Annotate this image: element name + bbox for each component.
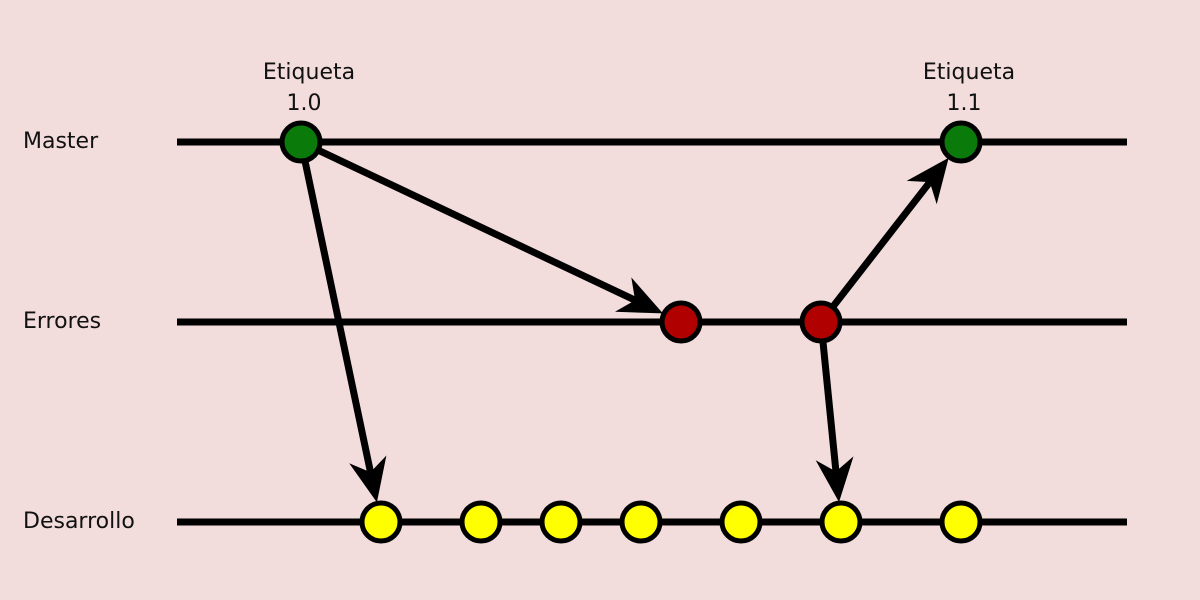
commit-node-m2 — [939, 120, 983, 164]
commit-node-d1 — [359, 500, 403, 544]
commit-node-d3 — [539, 500, 583, 544]
commit-node-d6 — [819, 500, 863, 544]
merge-arrow-e2-m2 — [823, 157, 949, 318]
arrowhead-icon — [815, 456, 854, 503]
commit-node-d5 — [719, 500, 763, 544]
arrowhead-icon — [906, 157, 949, 205]
branch-lines — [177, 138, 1127, 526]
commit-node-d4 — [619, 500, 663, 544]
merge-arrows — [299, 142, 949, 503]
commit-node-d2 — [459, 500, 503, 544]
merge-arrow-m1-e1 — [306, 142, 663, 314]
commit-node-e1 — [659, 300, 703, 344]
tag-1-line2: 1.0 — [287, 91, 322, 116]
tag-2-line1: Etiqueta — [923, 60, 1015, 85]
branch-label-errores: Errores — [23, 309, 101, 334]
tag-labels: Etiqueta 1.0 Etiqueta 1.1 — [263, 60, 1015, 116]
branch-label-desarrollo: Desarrollo — [23, 509, 135, 534]
branch-label-master: Master — [23, 129, 99, 154]
commit-node-m1 — [279, 120, 323, 164]
arrow-shaft — [818, 329, 840, 472]
arrow-shaft — [299, 149, 374, 474]
merge-arrow-e2-d6 — [815, 329, 854, 503]
commit-node-e2 — [799, 300, 843, 344]
commit-nodes — [279, 120, 983, 544]
arrowhead-icon — [615, 277, 663, 314]
tag-1-line1: Etiqueta — [263, 60, 355, 85]
branch-labels: Master Errores Desarrollo — [23, 129, 135, 534]
commit-node-d7 — [939, 500, 983, 544]
arrow-shaft — [306, 142, 637, 304]
tag-2-line2: 1.1 — [947, 91, 982, 116]
arrow-shaft — [823, 179, 933, 318]
merge-arrow-m1-d1 — [299, 149, 387, 503]
arrowhead-icon — [349, 455, 387, 503]
